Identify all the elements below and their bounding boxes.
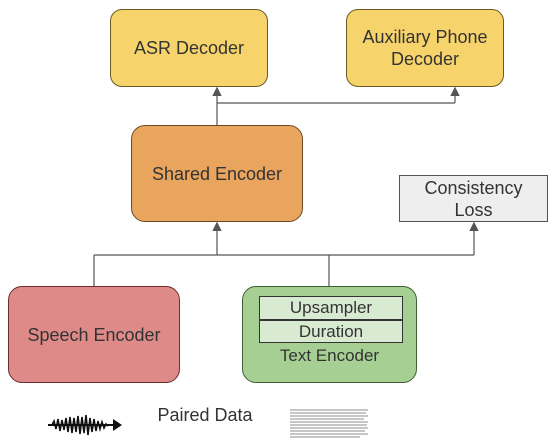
- upsampler-box: Upsampler: [259, 296, 403, 320]
- waveform-icon: [48, 414, 122, 436]
- upsampler-label: Upsampler: [289, 298, 373, 317]
- shared-encoder-box: Shared Encoder: [131, 125, 303, 222]
- asr-decoder-label: ASR Decoder: [133, 38, 245, 58]
- auxiliary-phone-decoder-box: Auxiliary Phone Decoder: [346, 9, 504, 87]
- duration-label: Duration: [298, 321, 364, 341]
- duration-box: Duration: [259, 320, 403, 343]
- speech-encoder-box: Speech Encoder: [8, 286, 180, 383]
- paired-data-label: Paired Data: [157, 405, 253, 425]
- speech-encoder-label: Speech Encoder: [27, 324, 161, 345]
- consistency-loss-box: Consistency Loss: [399, 175, 548, 222]
- consistency-loss-label: Consistency Loss: [424, 177, 523, 220]
- asr-decoder-box: ASR Decoder: [110, 9, 268, 87]
- document-text-icon: [290, 409, 368, 438]
- shared-encoder-label: Shared Encoder: [151, 163, 283, 184]
- text-encoder-label: Text Encoder: [279, 346, 380, 365]
- auxiliary-phone-decoder-label: Auxiliary Phone Decoder: [362, 27, 488, 69]
